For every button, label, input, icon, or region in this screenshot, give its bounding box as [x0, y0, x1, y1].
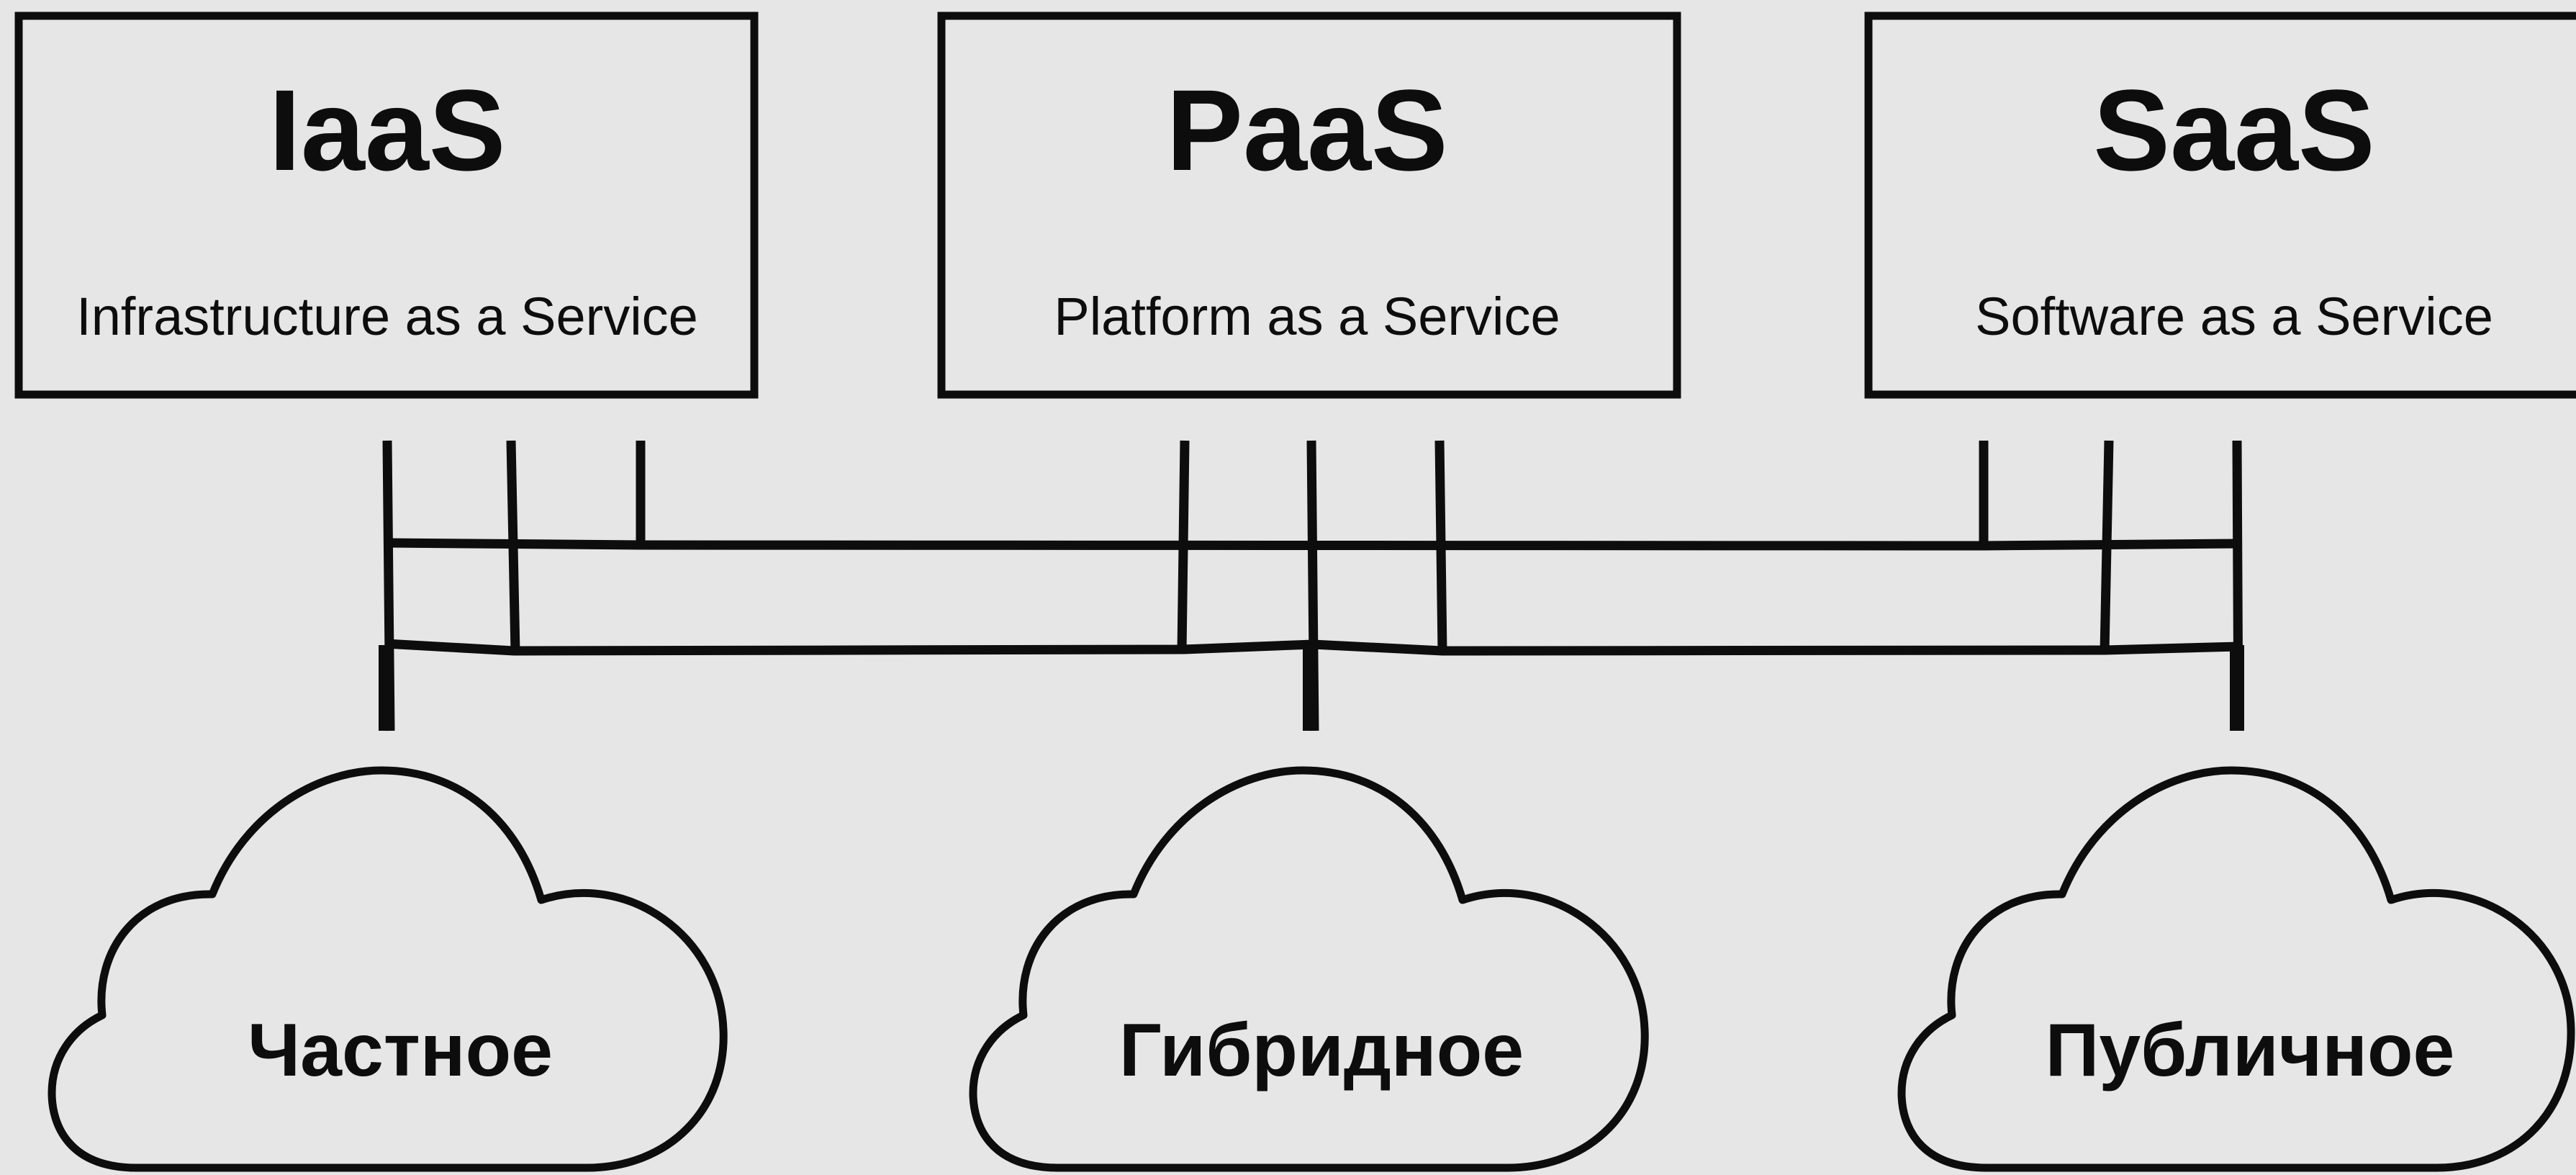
box-saas: SaaS Software as a Service: [1864, 12, 2576, 399]
saas-line-2: [2100, 440, 2114, 653]
cloud-public: Публичное: [1897, 766, 2575, 1172]
connector-lines: [379, 440, 2244, 731]
cloud-hybrid: Гибридное: [969, 766, 1649, 1172]
box-paas-title: PaaS: [1166, 66, 1447, 194]
box-iaas-title: IaaS: [268, 66, 505, 194]
box-paas-subtitle: Platform as a Service: [1054, 287, 1560, 346]
box-saas-subtitle: Software as a Service: [1975, 287, 2493, 346]
iaas-line-2: [506, 440, 520, 653]
cloud-public-label: Публичное: [2046, 1009, 2455, 1092]
cloud-private: Частное: [48, 766, 728, 1172]
paas-line-3: [1434, 440, 1447, 653]
box-iaas: IaaS Infrastructure as a Service: [14, 12, 759, 399]
cloud-private-icon: [48, 766, 728, 1172]
box-saas-title: SaaS: [2093, 66, 2374, 194]
box-iaas-subtitle: Infrastructure as a Service: [76, 287, 698, 346]
box-saas-frame: [1864, 12, 2576, 399]
box-paas: PaaS Platform as a Service: [937, 12, 1681, 399]
cloud-public-icon: [1897, 766, 2575, 1172]
cloud-private-label: Частное: [248, 1009, 553, 1092]
box-iaas-frame: [14, 12, 759, 399]
cloud-hybrid-icon: [969, 766, 1649, 1172]
paas-line-1: [1177, 440, 1190, 653]
cloud-hybrid-label: Гибридное: [1119, 1009, 1524, 1092]
box-paas-frame: [937, 12, 1681, 399]
